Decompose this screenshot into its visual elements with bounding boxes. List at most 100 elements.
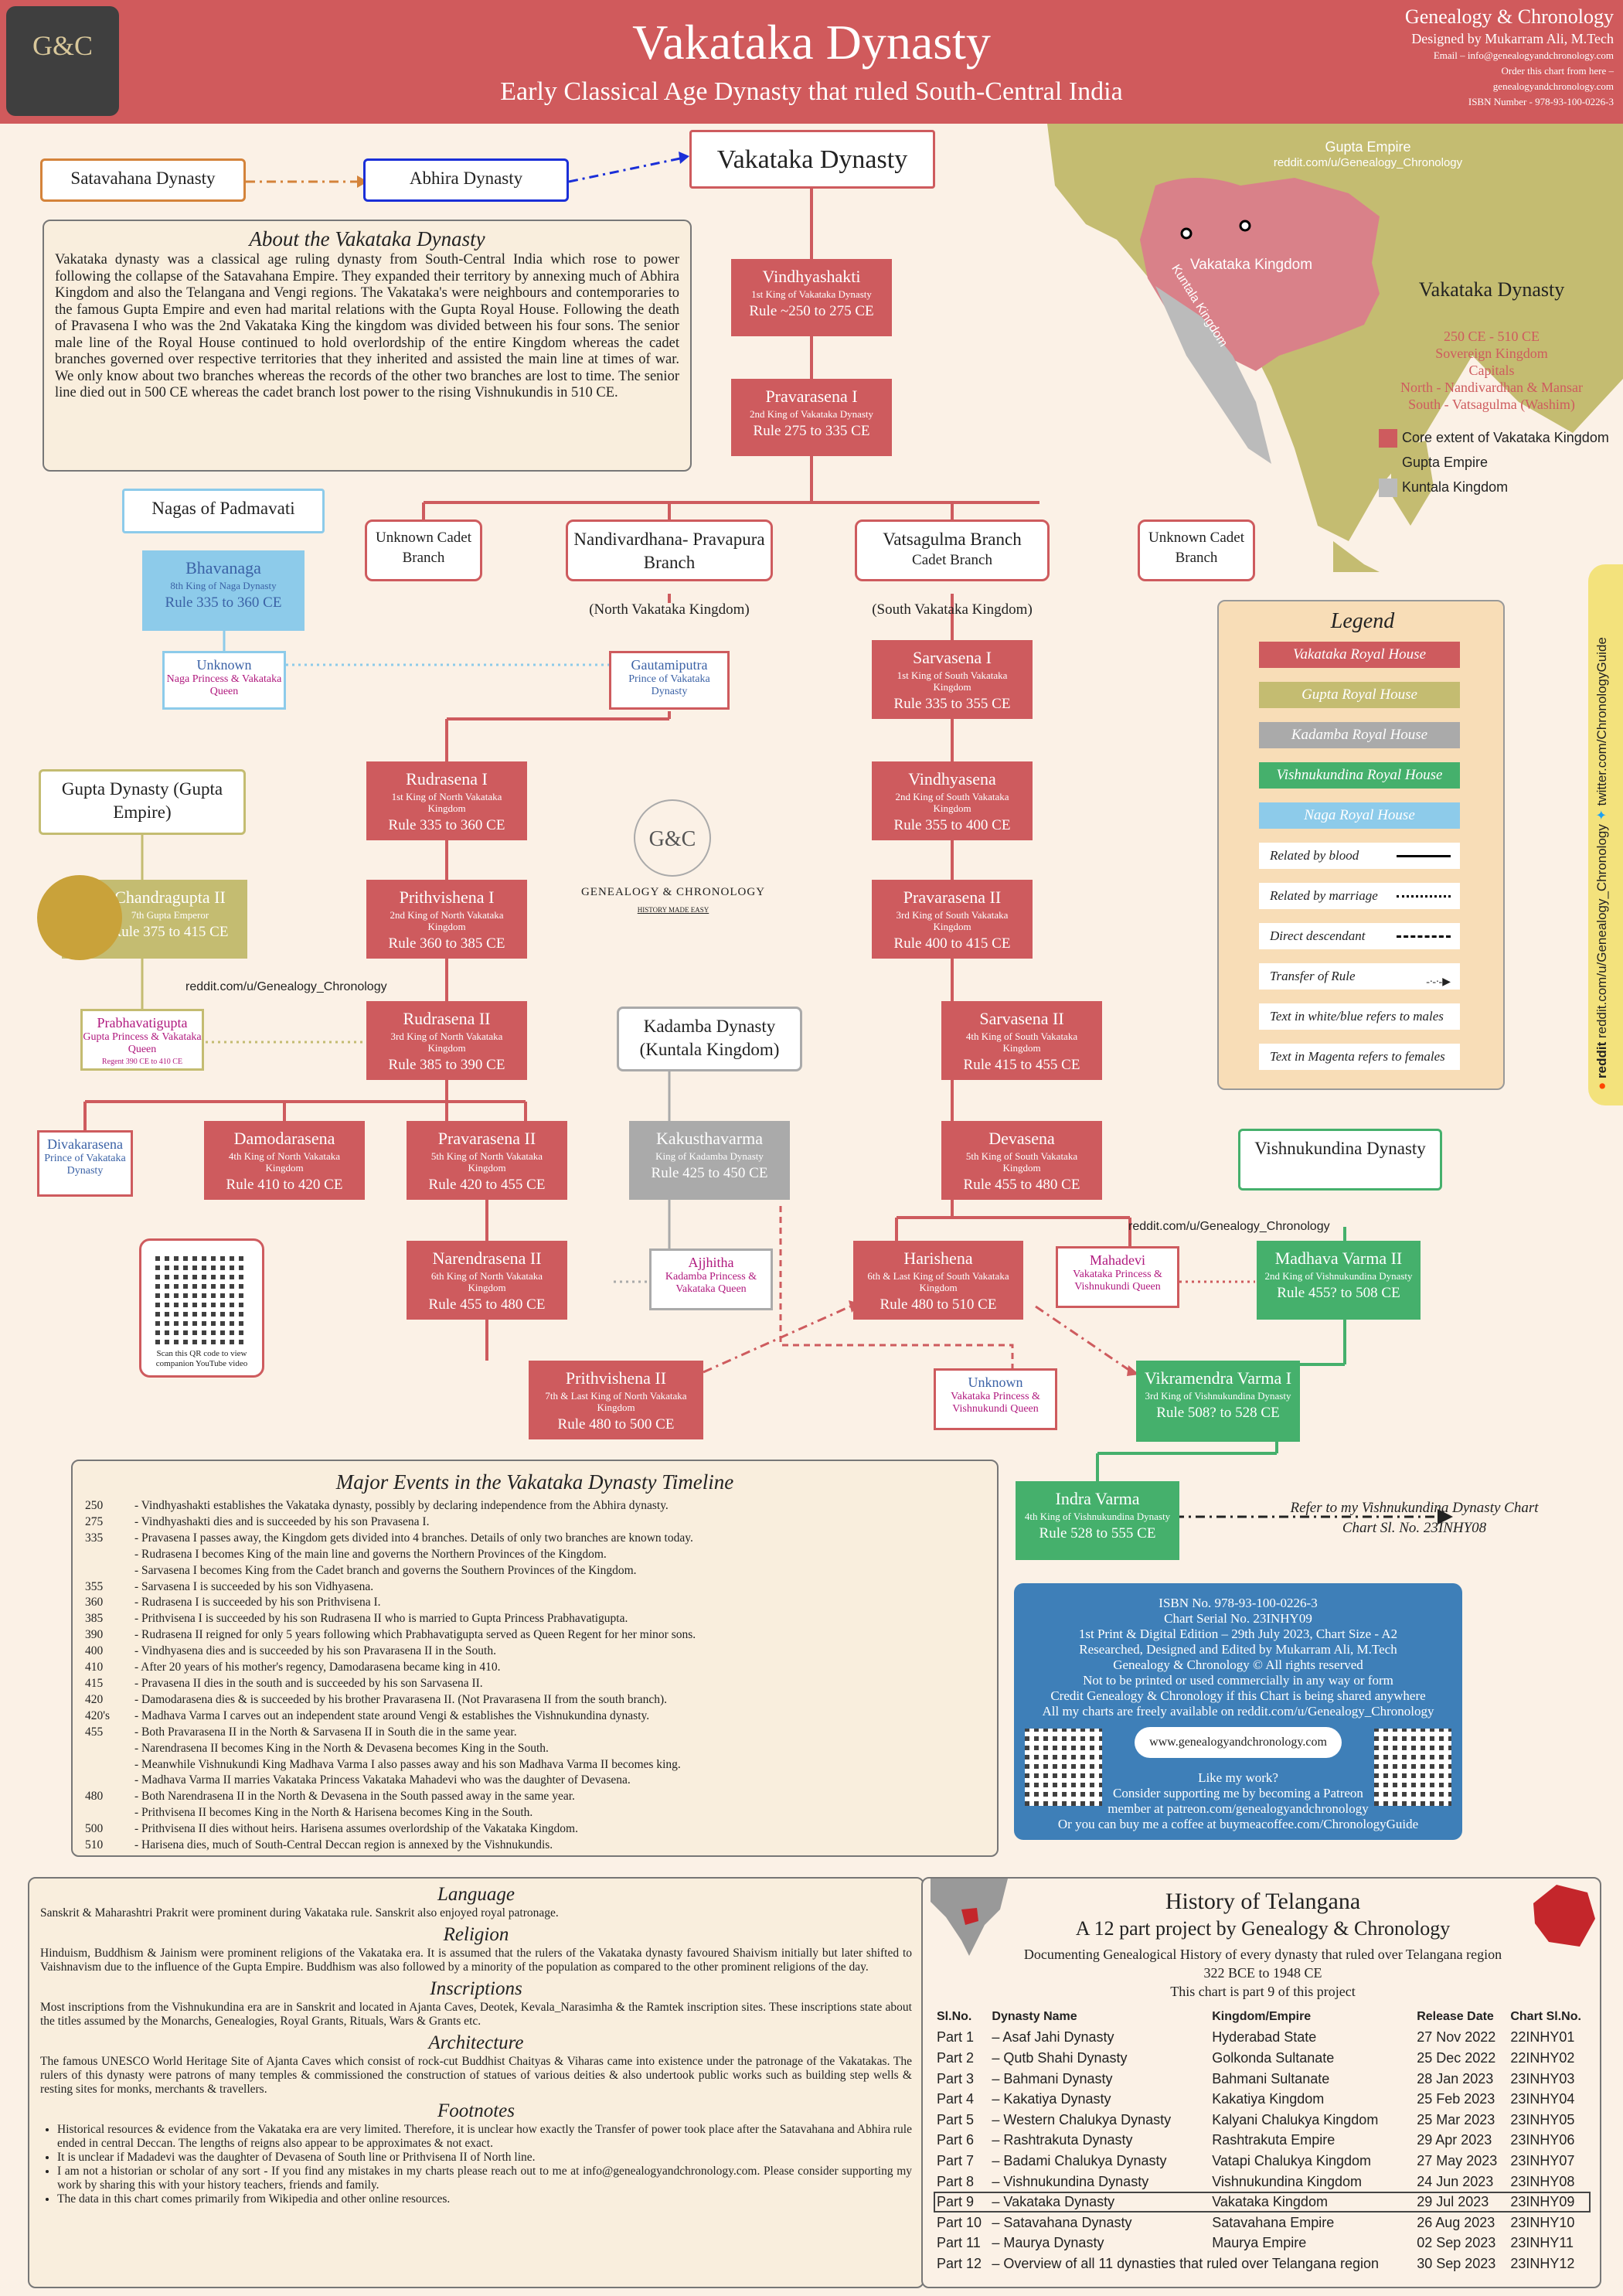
isbn-line: ISBN No. 978-93-100-0226-3 [1159,1596,1318,1610]
map-key: Core extent of Vakataka Kingdom Gupta Em… [1379,425,1609,499]
history-cell: – Vakataka Dynasty [992,2194,1115,2210]
event-year: 500 [85,1822,104,1836]
legend-label: Transfer of Rule [1270,969,1356,983]
about-panel: About the Vakataka Dynasty Vakataka dyna… [43,220,692,472]
node-sub: 6th & Last King of South Vakataka Kingdo… [867,1270,1009,1293]
node-rule: Rule 455 to 480 CE [963,1177,1080,1193]
node-sub: 3rd King of North Vakataka Kingdom [390,1030,503,1054]
event-text: - Meanwhile Vishnukundi King Madhava Var… [134,1757,681,1771]
events-list: 250- Vindhyashakti establishes the Vakat… [73,1498,997,1854]
event-row: - Meanwhile Vishnukundi King Madhava Var… [85,1757,997,1773]
node-sub: Gupta Princess & Vakataka Queen [83,1031,202,1055]
node-rule: Rule 425 to 450 CE [651,1165,768,1181]
event-year: 390 [85,1628,104,1642]
qr-code[interactable] [155,1252,248,1344]
event-year: 360 [85,1596,104,1610]
support-line-3: Or you can buy me a coffee at buymeacoff… [1057,1817,1419,1831]
vishnukundina-dynasty-box: Vishnukundina Dynasty [1238,1129,1442,1191]
event-year: 415 [85,1676,104,1690]
node-rule: Rule 335 to 355 CE [893,696,1011,712]
node-sub: Vakataka Princess & Vishnukundi Queen [1073,1269,1162,1293]
qr-card[interactable]: Scan this QR code to view companion YouT… [139,1238,264,1378]
coffee-qr[interactable] [1374,1729,1451,1806]
node-name: Mahadevi [1090,1252,1145,1268]
node-name: Sarvasena II [979,1009,1064,1028]
website-link[interactable]: www.genealogyandchronology.com [1135,1727,1342,1758]
page-title: Vakataka Dynasty [632,15,991,70]
history-cell: Vishnukundina Kingdom [1212,2173,1362,2189]
sidebar-reddit-user[interactable]: reddit.com/u/Genealogy_Chronology [1594,824,1609,1039]
history-cell: Part 9 [937,2194,975,2210]
south-kingdom-label: (South Vakataka Kingdom) [872,601,1033,618]
history-header-cell: Dynasty Name [992,2010,1077,2024]
event-text: - Madhava Varma II marries Vakataka Prin… [134,1773,631,1787]
legend-kadamba: Kadamba Royal House [1259,722,1460,748]
sidebar-reddit: reddit [1594,1041,1609,1078]
node-sub: 2nd King of Vishnukundina Dynasty [1264,1270,1413,1282]
qr-caption: Scan this QR code to view companion YouT… [155,1349,248,1368]
unknown-cadet-left: Unknown Cadet Branch [365,519,482,581]
sidebar-twitter[interactable]: twitter.com/ChronologyGuide [1594,637,1609,806]
vakataka-dynasty-box: Vakataka Dynasty [689,130,935,189]
event-text: - Vindhyasena dies and is succeeded by h… [134,1644,496,1658]
history-cell: Part 7 [937,2152,975,2168]
event-text: - Prithvisena II becomes King in the Nor… [134,1806,533,1820]
footnote-item: The data in this chart comes primarily f… [57,2192,912,2206]
history-cell: 28 Jan 2023 [1417,2070,1494,2086]
isbn-line: Chart Serial No. 23INHY09 [1164,1611,1312,1626]
history-cell: 29 Jul 2023 [1417,2194,1489,2210]
designer: Designed by Mukarram Ali, M.Tech [1411,31,1614,46]
reddit-watermark-1: reddit.com/u/Genealogy_Chronology [185,980,387,993]
legend-title: Legend [1330,609,1395,633]
event-row: 420's- Madhava Varma I carves out an ind… [85,1708,997,1725]
patreon-qr[interactable] [1025,1729,1102,1806]
like-work: Like my work? [1198,1770,1278,1785]
legend-label: Related by marriage [1270,888,1378,903]
map-vakataka-label: Vakataka Kingdom [1190,257,1313,273]
node-sub: 8th King of Naga Dynasty [170,580,277,591]
refer-line-1: Refer to my Vishnukundina Dynasty Chart [1290,1500,1539,1516]
history-cell: 25 Dec 2022 [1417,2049,1496,2066]
history-cell: Maurya Empire [1212,2235,1307,2251]
gupta-dynasty-box: Gupta Dynasty (Gupta Empire) [39,769,246,835]
legend-descendant: Direct descendant [1259,923,1460,949]
node-rule: Rule 415 to 455 CE [963,1057,1080,1073]
culture-section-title: Inscriptions [430,1978,522,1999]
event-year: 400 [85,1644,104,1658]
branch-sub: Cadet Branch [912,552,992,568]
node-sub: Prince of Vakataka Dynasty [44,1153,126,1177]
node-name: Ajjhitha [688,1255,734,1270]
history-cell: 26 Aug 2023 [1417,2214,1495,2230]
branch-name: Vatsagulma Branch [883,530,1022,549]
history-cell: Part 12 [937,2255,982,2271]
node-name: Unknown [196,657,252,673]
node-sub: 7th Gupta Emperor [131,909,209,921]
history-cell: 23INHY05 [1510,2111,1575,2127]
node-sub: 7th & Last King of North Vakataka Kingdo… [545,1390,687,1413]
arrow-icon: -·-·-▶ [1426,976,1451,988]
history-cell: 30 Sep 2023 [1417,2255,1496,2271]
node-name: Vindhyashakti [762,267,861,286]
event-text: - Rudrasena II reigned for only 5 years … [134,1628,696,1642]
node-rule: Rule 360 to 385 CE [388,935,505,952]
legend-transfer: Transfer of Rule -·-·-▶ [1259,963,1460,990]
footnote-item: I am not a historian or scholar of any s… [57,2165,912,2192]
node-name: Chandragupta II [114,887,226,907]
history-cell: Bahmani Sultanate [1212,2070,1330,2086]
event-row: 415- Pravasena II dies in the south and … [85,1676,997,1692]
node-rule: Rule 455? to 508 CE [1277,1285,1400,1301]
isbn-line: Not to be printed or used commercially i… [1083,1673,1393,1688]
history-header-cell: Sl.No. [937,2010,972,2024]
history-cell: Part 6 [937,2132,975,2148]
map-capital-south: South - Vatsagulma (Washim) [1408,397,1575,412]
node-rule: Rule 375 to 415 CE [111,924,229,940]
